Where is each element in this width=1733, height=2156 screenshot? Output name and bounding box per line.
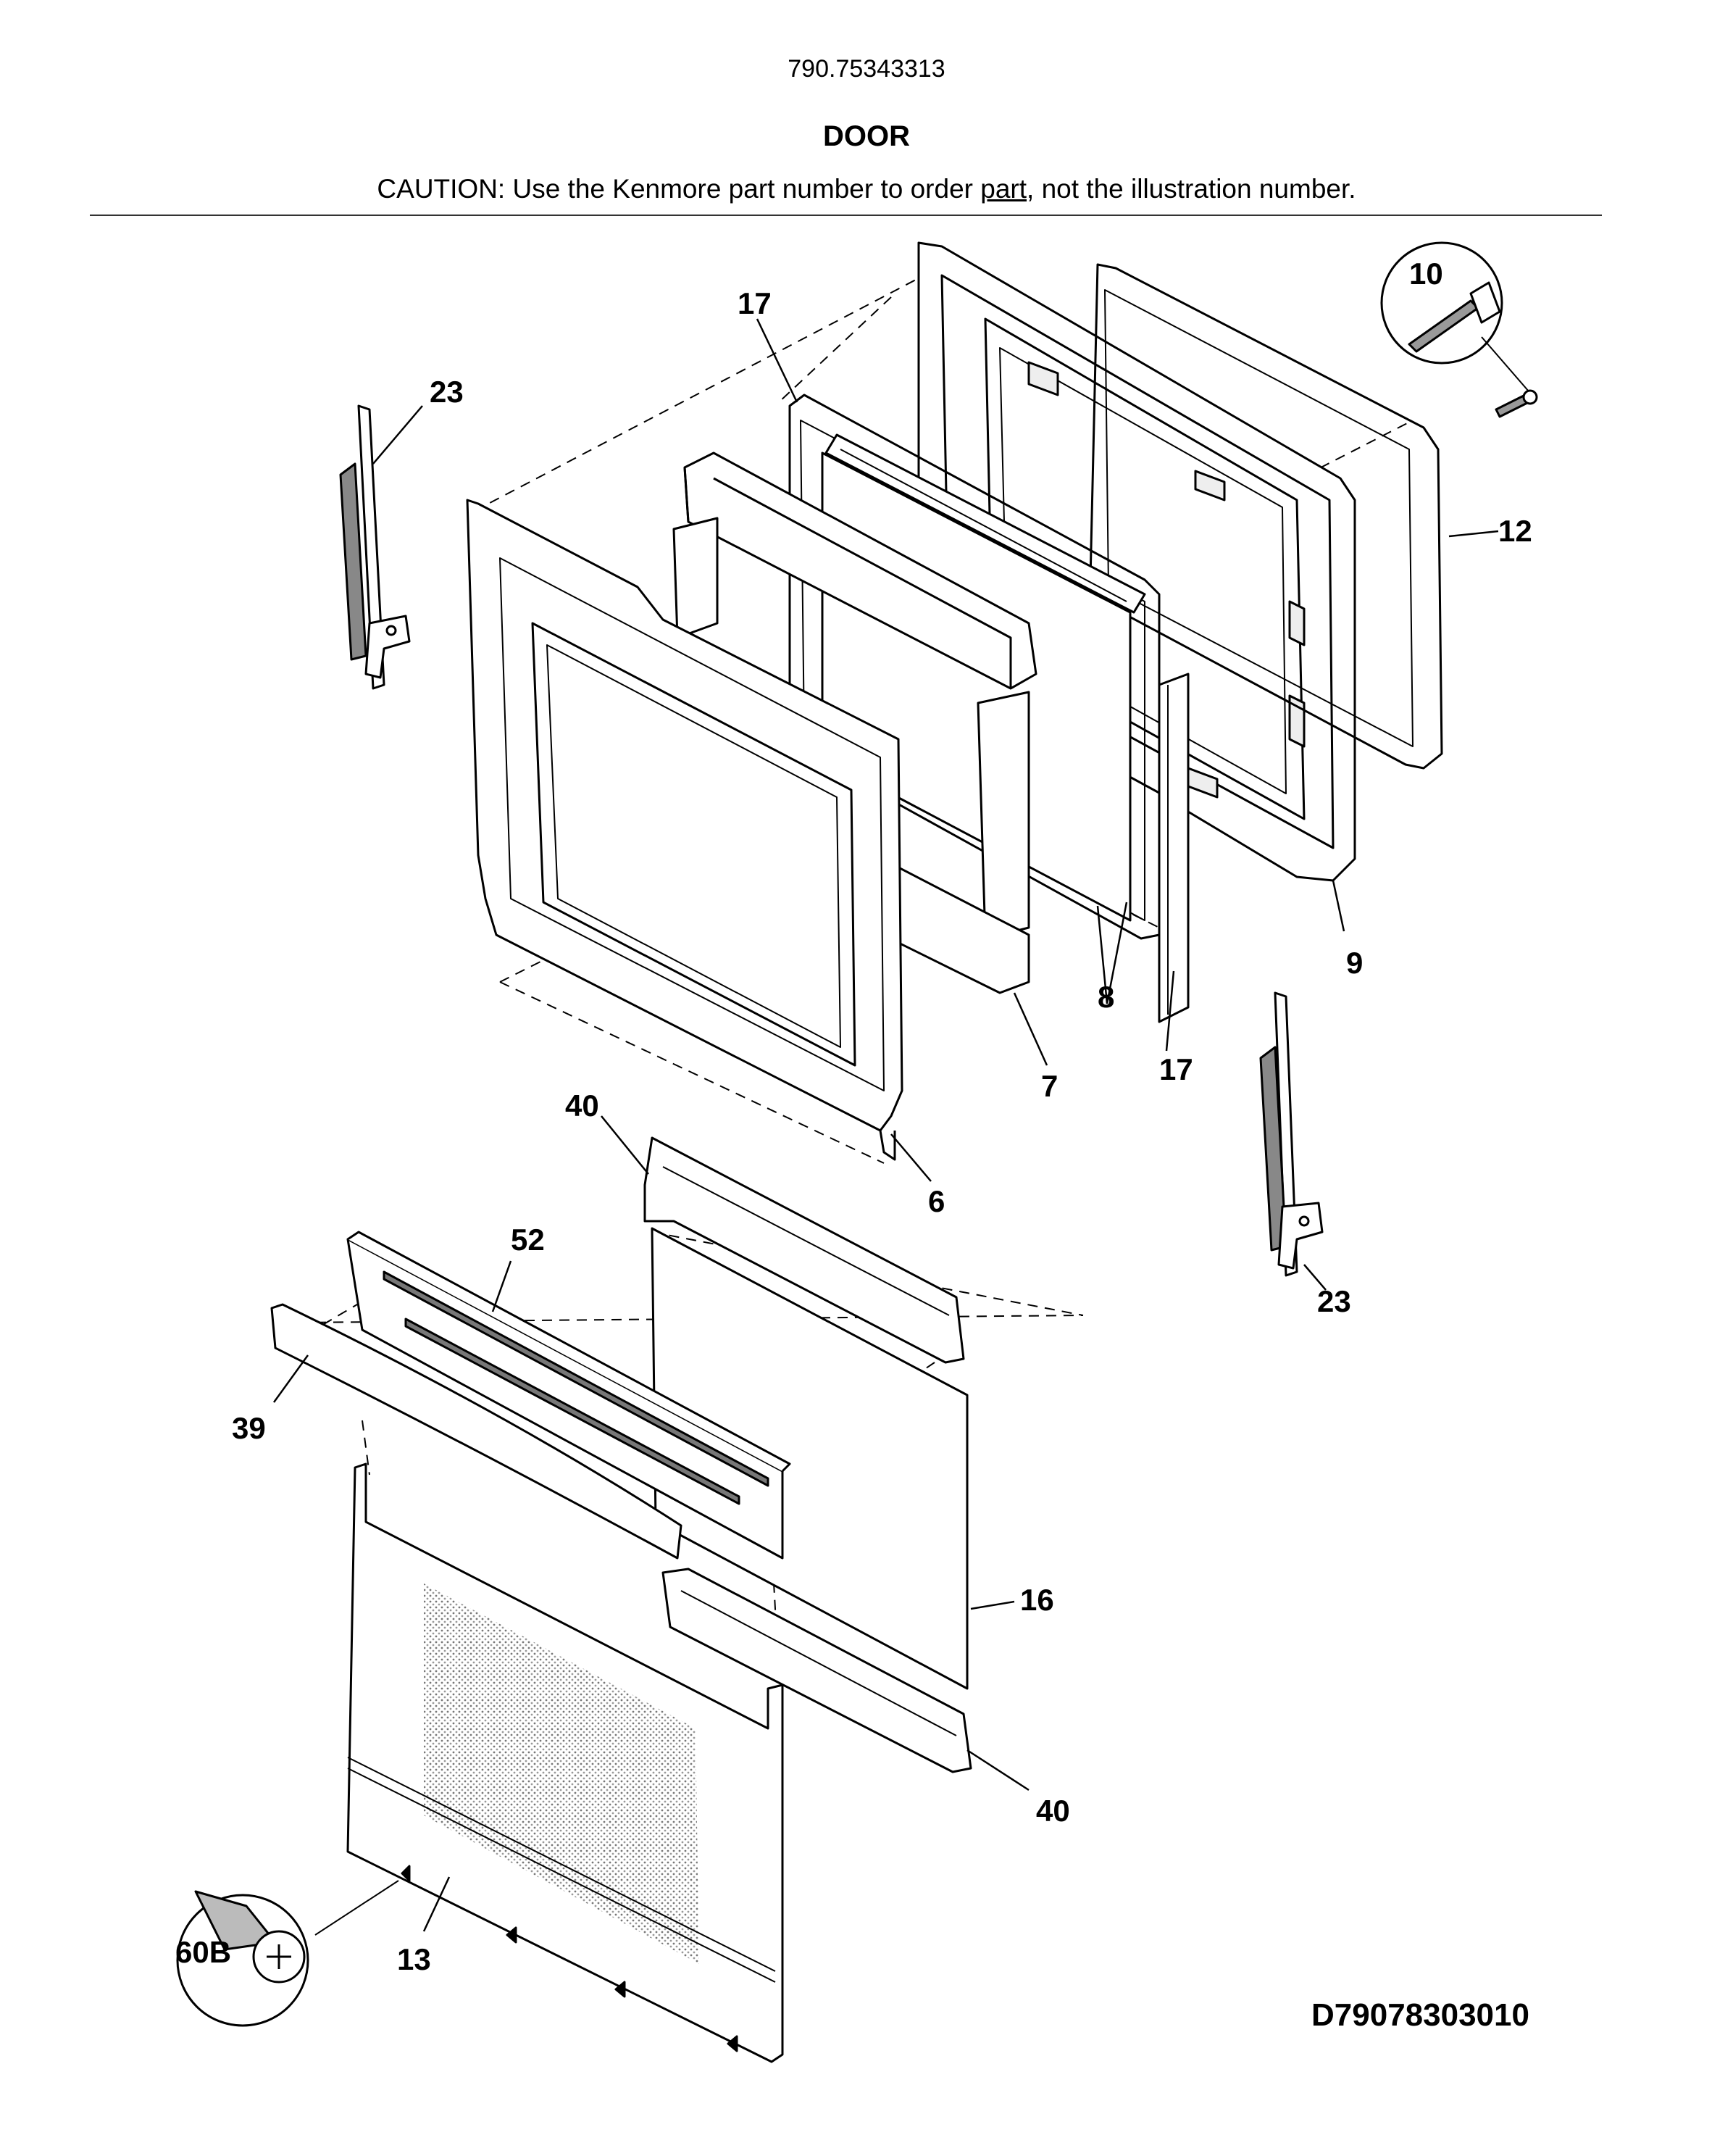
part-23-hinge-upper [339, 404, 411, 690]
section-title: DOOR [823, 120, 910, 152]
part-52-handle-bracket [346, 1231, 791, 1560]
part-6-inner-frame [466, 499, 903, 1161]
callout-39: 39 [232, 1411, 266, 1445]
callout-17-upper: 17 [738, 286, 772, 320]
callout-23-lower: 23 [1317, 1284, 1351, 1318]
callout-40-upper: 40 [565, 1089, 599, 1123]
part-40-lower-bracket [661, 1568, 972, 1773]
callout-23-upper: 23 [430, 375, 464, 409]
part-10-screw-callout [1380, 241, 1538, 418]
callout-12: 12 [1498, 514, 1532, 548]
callout-10: 10 [1409, 257, 1443, 291]
part-39-handle [270, 1303, 682, 1560]
callout-40-lower: 40 [1036, 1794, 1070, 1828]
caution-prefix: CAUTION: Use the Kenmore part number to … [377, 174, 981, 204]
part-60b-screw-callout [176, 1865, 738, 2052]
callout-52: 52 [511, 1223, 545, 1257]
caution-note: CAUTION: Use the Kenmore part number to … [0, 174, 1733, 204]
callout-13: 13 [397, 1942, 431, 1976]
callout-17-lower: 17 [1159, 1052, 1193, 1086]
part-40-upper-bracket [643, 1136, 965, 1364]
leader-lines [272, 318, 1499, 1932]
part-23-hinge-lower [1259, 991, 1324, 1277]
callout-6: 6 [928, 1184, 945, 1218]
model-number: 790.75343313 [788, 55, 945, 83]
caution-suffix: , not the illustration number. [1027, 174, 1356, 204]
callout-7: 7 [1041, 1069, 1058, 1103]
callout-9: 9 [1346, 946, 1364, 980]
diagram-id: D79078303010 [1311, 1997, 1529, 2033]
callout-8: 8 [1098, 980, 1115, 1014]
callout-16: 16 [1020, 1583, 1054, 1617]
part-13-outer-door [346, 1462, 784, 2063]
caution-part-link[interactable]: part [980, 174, 1027, 204]
callout-60b: 60B [175, 1935, 232, 1969]
header-divider [90, 215, 1602, 216]
